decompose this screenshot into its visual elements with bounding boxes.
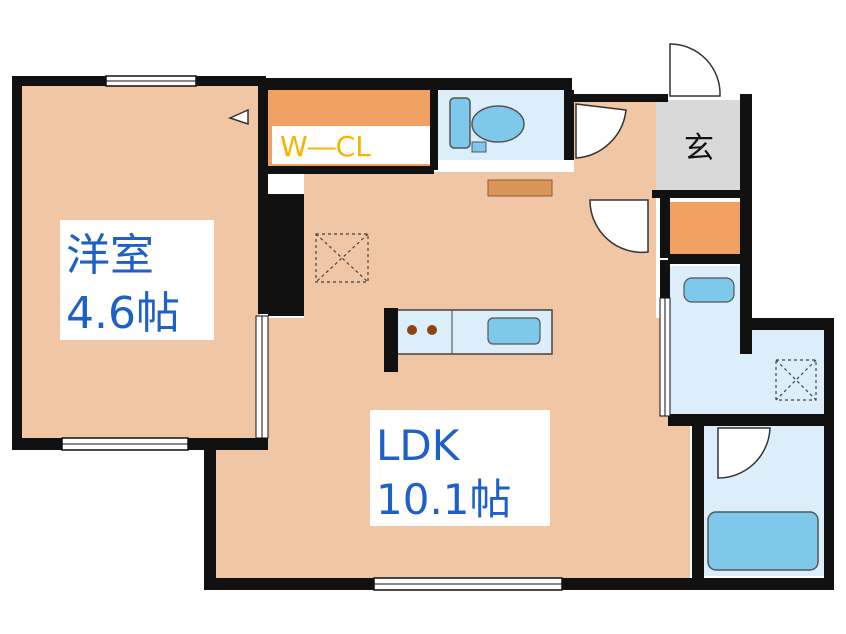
walls [12, 76, 834, 590]
bathtub [707, 511, 819, 571]
kitchen-counter [384, 308, 553, 372]
shelf [487, 179, 553, 197]
stove-burner-left [407, 325, 417, 335]
vent-washroom [775, 359, 817, 401]
western-room-size: 4.6帖 [66, 288, 180, 339]
ldk-name: LDK [376, 421, 461, 470]
storage-floor [668, 202, 740, 254]
door-swings [227, 43, 771, 479]
western-room-label: 洋室 4.6帖 [60, 220, 214, 340]
washroom-floor-2 [740, 328, 824, 416]
western-room-name: 洋室 [66, 230, 154, 281]
washroom-sliding-door [659, 297, 671, 417]
western-window-top [105, 75, 197, 87]
western-sliding-door [255, 315, 269, 439]
closet-label-bg [272, 126, 432, 164]
stove-burner-right [427, 325, 437, 335]
ldk-window [373, 577, 563, 591]
entrance-label: 玄 [684, 131, 714, 166]
toilet-fixture [449, 97, 525, 153]
closet-label: W―CL [280, 130, 371, 163]
wash-basin [683, 277, 735, 303]
ldk-label: LDK 10.1帖 [370, 410, 550, 526]
ldk-size: 10.1帖 [376, 475, 512, 524]
western-window-bottom [61, 437, 189, 451]
vent-ldk [315, 233, 369, 283]
sink [487, 317, 541, 345]
entrance-floor [656, 100, 740, 192]
